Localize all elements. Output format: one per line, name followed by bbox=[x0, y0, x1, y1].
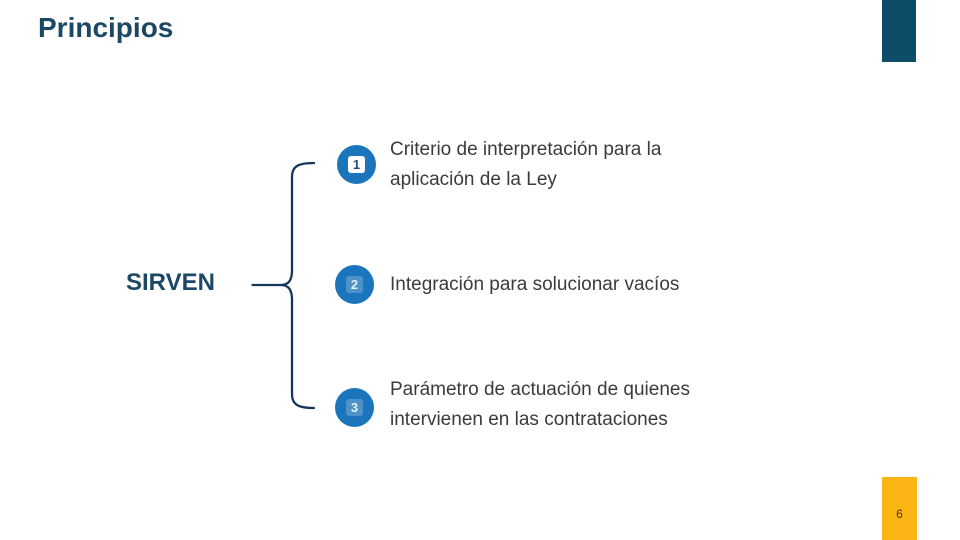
item-number: 1 bbox=[348, 156, 365, 173]
item-text: Criterio de interpretación para la aplic… bbox=[390, 139, 662, 190]
item-number: 3 bbox=[346, 399, 363, 416]
top-accent-rect bbox=[882, 0, 916, 62]
page-number: 6 bbox=[896, 506, 903, 521]
item-number-badge: 2 bbox=[335, 265, 374, 304]
item-number-badge: 3 bbox=[335, 388, 374, 427]
page-number-tab: 6 bbox=[882, 477, 917, 540]
item-number-badge: 1 bbox=[337, 145, 376, 184]
item-text: Integración para solucionar vacíos bbox=[390, 274, 680, 295]
page-title: Principios bbox=[38, 12, 174, 43]
sirven-label: SIRVEN bbox=[126, 269, 215, 296]
item-number: 2 bbox=[346, 276, 363, 293]
curly-brace-icon bbox=[251, 161, 316, 410]
item-text: Parámetro de actuación de quienes interv… bbox=[390, 379, 690, 430]
